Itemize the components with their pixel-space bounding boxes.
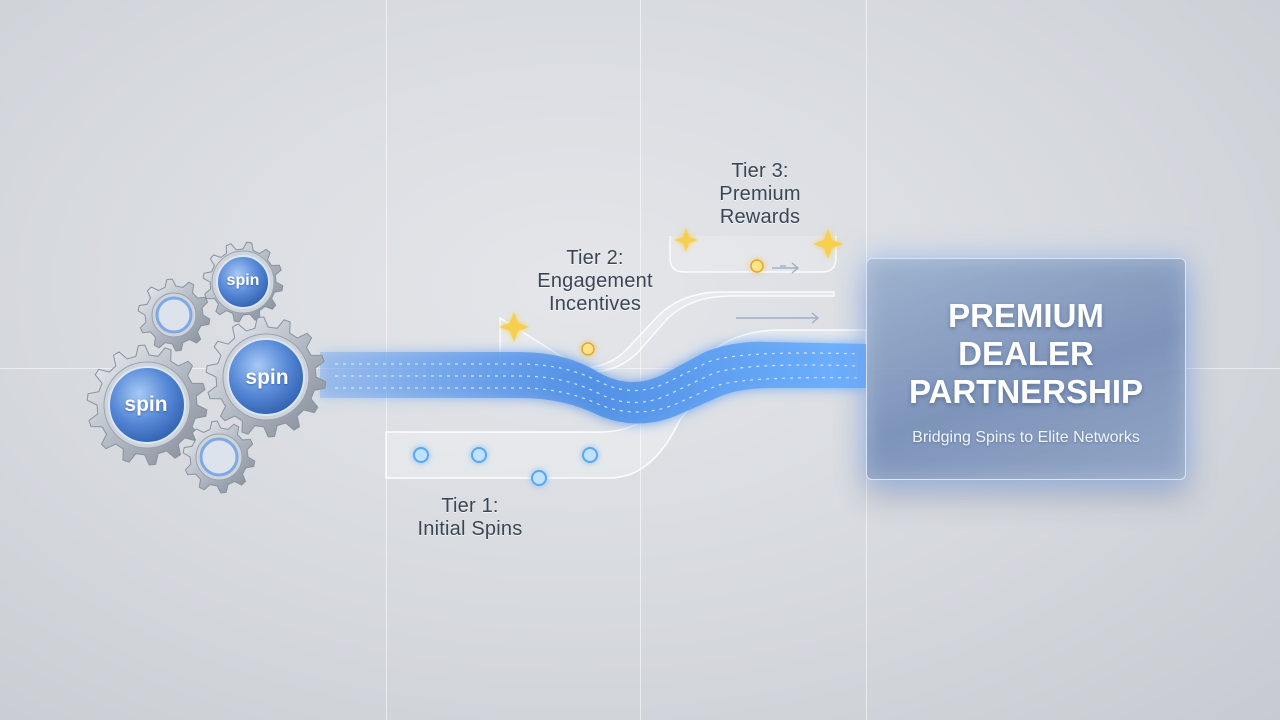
tier-2-label: Tier 2: Engagement Incentives — [515, 247, 675, 316]
gear-icon — [202, 241, 284, 323]
gear-icon — [137, 278, 211, 352]
panel-title-line-1: PREMIUM — [948, 297, 1104, 334]
node-dot-icon — [531, 470, 547, 486]
tier-2-title: Tier 2: — [566, 247, 624, 269]
gear-label-spin: spin — [124, 393, 168, 416]
tier-1-title: Tier 1: — [441, 495, 499, 517]
node-dot-icon — [471, 447, 487, 463]
panel-subtitle: Bridging Spins to Elite Networks — [912, 429, 1140, 446]
gear-icon — [86, 344, 208, 466]
panel-title-line-3: PARTNERSHIP — [908, 373, 1144, 410]
gold-nodes — [581, 259, 764, 356]
panel-title-line-2: DEALER — [958, 335, 1094, 372]
gear-icon — [182, 420, 256, 494]
grid-line — [0, 368, 1280, 369]
sparkle-icon — [499, 228, 843, 342]
gear-label-spin: spin — [245, 366, 289, 389]
gear-cluster — [86, 241, 327, 494]
node-dot-icon — [582, 447, 598, 463]
premium-partnership-panel: PREMIUM DEALER PARTNERSHIP Bridging Spin… — [866, 258, 1186, 480]
tier-3-title: Tier 3: — [731, 160, 789, 182]
gear-label-spin: spin — [226, 272, 260, 289]
node-dot-icon — [413, 447, 429, 463]
tier-2-name-line1: Engagement — [537, 270, 653, 292]
gear-icon — [205, 316, 327, 438]
arrow-right-icon — [736, 262, 820, 324]
node-dot-icon — [581, 342, 595, 356]
tier-3-name-line2: Rewards — [719, 206, 801, 228]
tier-3-name-line1: Premium — [719, 183, 801, 205]
grid-line — [640, 0, 641, 720]
tier-1-nodes — [413, 447, 598, 486]
tier-3-channel — [669, 236, 837, 273]
flow-beam — [320, 341, 866, 424]
tier-2-name-line2: Incentives — [548, 293, 642, 315]
node-dot-icon — [750, 259, 764, 273]
tier-3-label: Tier 3: Premium Rewards — [690, 160, 830, 229]
data-stream-lines — [335, 352, 861, 413]
panel-title: PREMIUM DEALER PARTNERSHIP — [867, 297, 1185, 411]
tier-1-label: Tier 1: Initial Spins — [400, 495, 540, 541]
tier-1-name: Initial Spins — [417, 518, 523, 540]
